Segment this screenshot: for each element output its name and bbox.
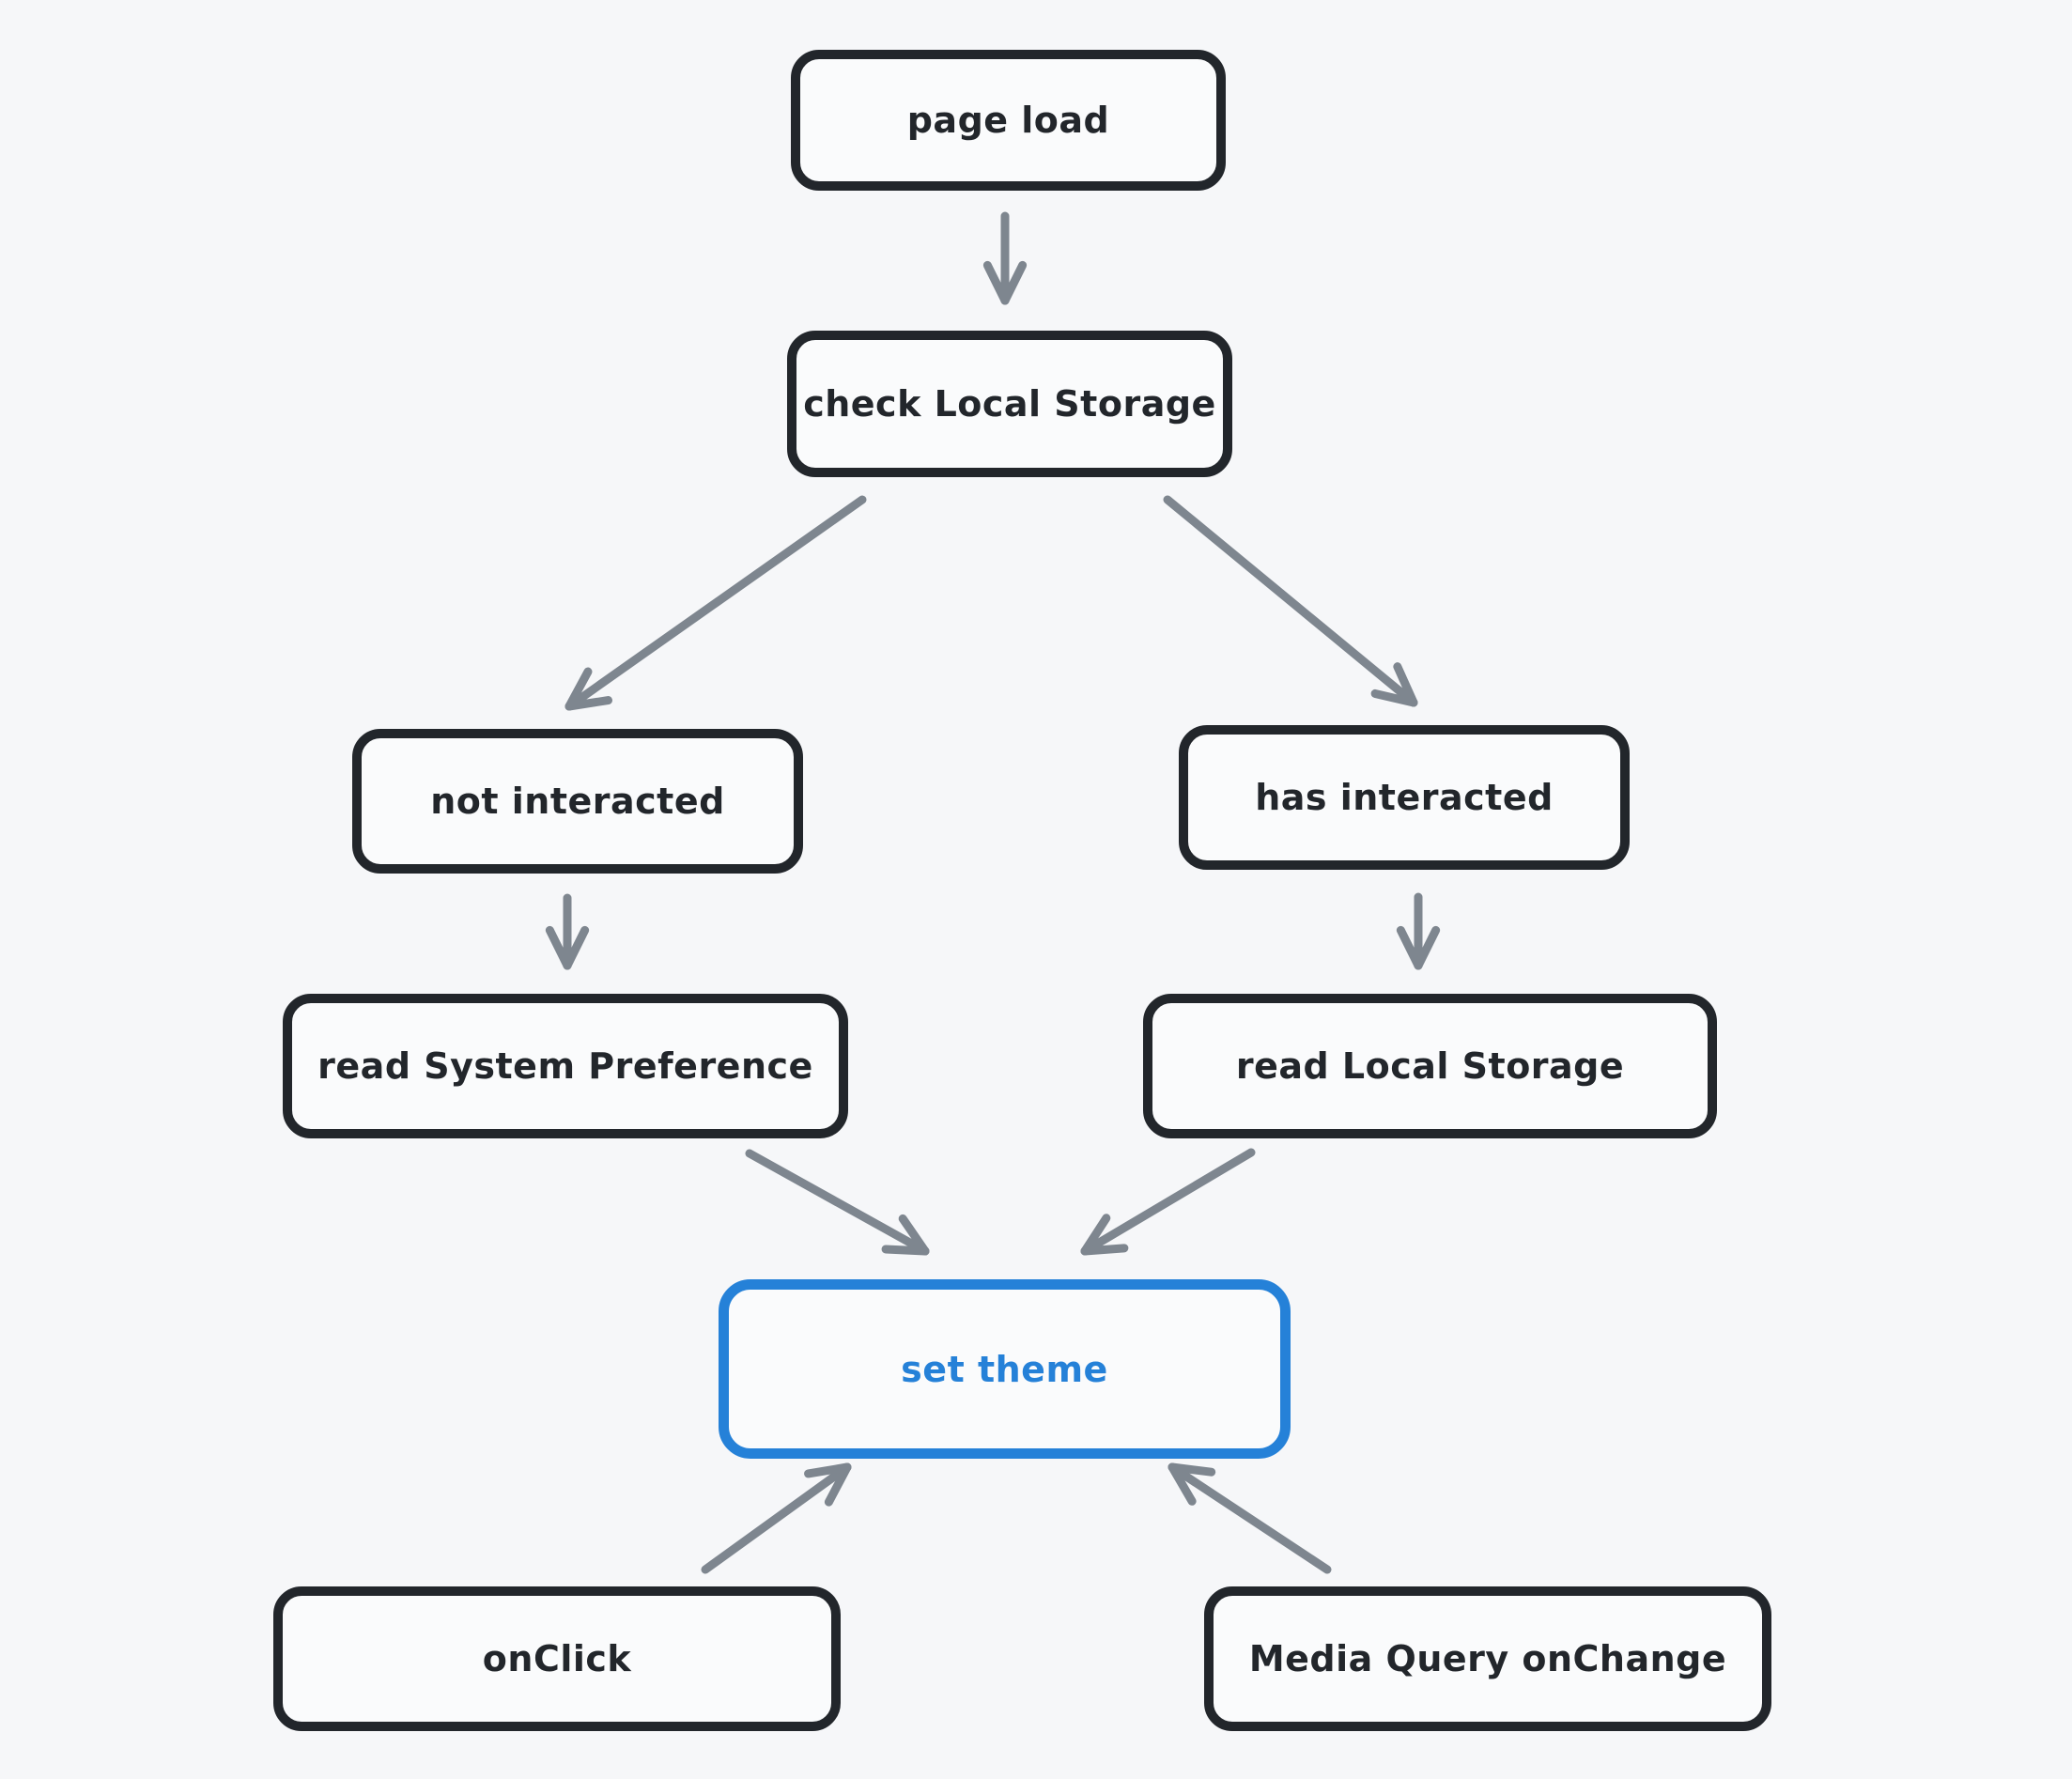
node-set-theme: set theme: [719, 1279, 1291, 1459]
node-label-read-local-storage: read Local Storage: [1235, 1045, 1625, 1087]
node-onclick: onClick: [273, 1586, 841, 1731]
node-label-check-local-storage: check Local Storage: [803, 383, 1216, 425]
node-label-onclick: onClick: [482, 1638, 632, 1679]
edge-has-interacted-to-read-local-storage: [1396, 892, 1441, 970]
node-media-query-onchange: Media Query onChange: [1204, 1586, 1771, 1731]
node-label-not-interacted: not interacted: [430, 781, 725, 822]
edge-media-query-onchange-to-set-theme: [1167, 1462, 1332, 1574]
node-check-local-storage: check Local Storage: [787, 331, 1232, 477]
edge-page-load-to-check-local-storage: [982, 211, 1028, 305]
edge-check-local-storage-to-not-interacted: [564, 495, 867, 711]
node-label-has-interacted: has interacted: [1255, 777, 1554, 818]
edge-read-local-storage-to-set-theme: [1080, 1148, 1256, 1256]
edge-check-local-storage-to-has-interacted: [1163, 495, 1418, 707]
node-page-load: page load: [791, 50, 1226, 191]
edge-not-interacted-to-read-system-preference: [545, 893, 590, 970]
node-read-system-preference: read System Preference: [283, 994, 848, 1138]
node-read-local-storage: read Local Storage: [1143, 994, 1717, 1138]
edge-read-system-preference-to-set-theme: [745, 1149, 930, 1256]
node-label-set-theme: set theme: [901, 1348, 1108, 1390]
node-not-interacted: not interacted: [352, 729, 803, 874]
node-label-read-system-preference: read System Preference: [317, 1045, 813, 1087]
edge-onclick-to-set-theme: [701, 1462, 852, 1574]
node-label-page-load: page load: [906, 100, 1110, 141]
node-label-media-query-onchange: Media Query onChange: [1248, 1638, 1727, 1679]
node-has-interacted: has interacted: [1179, 725, 1630, 870]
